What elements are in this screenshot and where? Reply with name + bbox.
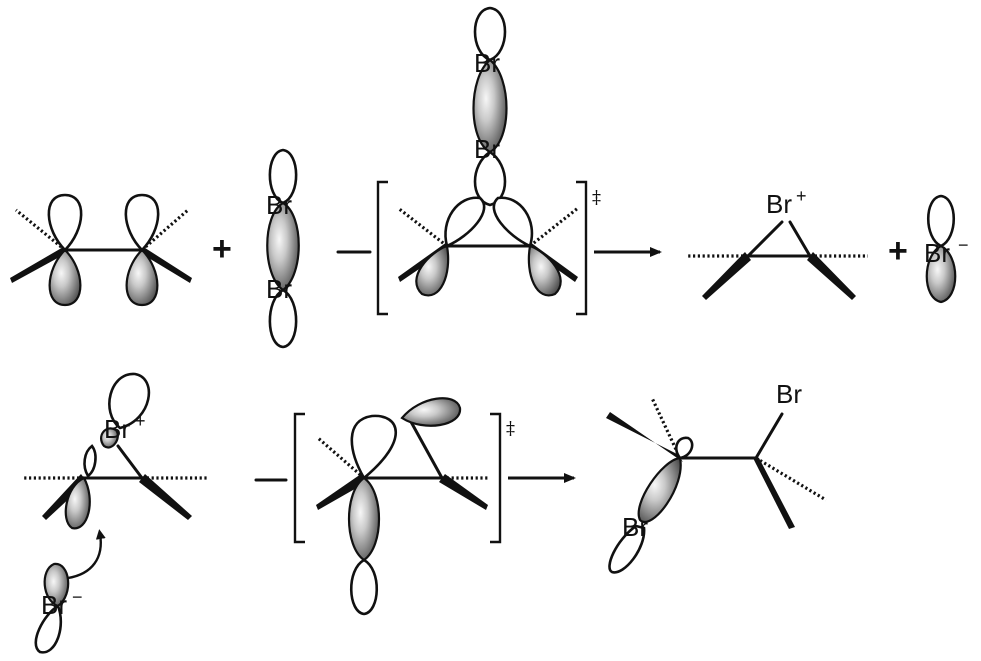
bromine-molecule: Br Br (266, 148, 300, 349)
c-br-bond (788, 220, 812, 258)
lone-pair-lobe (43, 562, 70, 608)
wedge-bond (439, 474, 488, 510)
alkene-reactant (10, 193, 192, 307)
left-bracket (293, 412, 305, 544)
positive-charge: + (796, 186, 807, 206)
bromonium-ion: Br + (688, 186, 868, 300)
wedge-bond (807, 252, 856, 300)
p-orbital-lobe (124, 193, 160, 252)
p-orbital-lobe (400, 397, 462, 427)
wedge-bond (142, 246, 192, 283)
p-orbital-lobe (350, 414, 397, 480)
hashed-bond (140, 208, 190, 252)
dibromide-product: Br Br (606, 379, 827, 574)
negative-charge: − (958, 235, 969, 255)
sigma-orbital-lobe (100, 427, 119, 449)
sigma-orbital-lobe (608, 524, 646, 574)
right-bracket (576, 180, 588, 316)
p-orbital-lobe (48, 248, 82, 307)
bromine-atom: Br (41, 590, 67, 620)
hashed-bond (755, 456, 827, 502)
bromine-atom: Br (104, 414, 130, 444)
lone-pair-lobe (925, 244, 957, 304)
transition-state-dagger: ‡ (506, 418, 515, 439)
bromonium-attack: Br + Br − (22, 372, 208, 654)
wedge-bond (753, 458, 795, 529)
wedge-bond (316, 474, 367, 510)
sigma-orbital-lobe (350, 558, 378, 616)
negative-charge: − (72, 587, 83, 607)
bromine-atom: Br (622, 512, 648, 542)
c-br-partial-bond (408, 418, 444, 480)
hashed-bond (397, 206, 448, 248)
bromine-atom: Br (776, 379, 802, 409)
c-br-bond (116, 444, 144, 480)
p-orbital-lobe (47, 193, 83, 252)
sigma-orbital-lobe (34, 604, 63, 654)
bromine-atom: Br (474, 48, 500, 78)
sigma-bond-lobe (637, 456, 682, 523)
wedge-bond (702, 252, 751, 300)
sigma-orbital-lobe (108, 372, 151, 430)
bromine-atom: Br (924, 238, 950, 268)
hashed-bond (316, 436, 366, 480)
sigma-bond-lobe (348, 476, 380, 562)
p-orbital-lobe (64, 476, 91, 530)
transition-state-1: ‡ Br Br (336, 6, 601, 316)
bromine-atom: Br (266, 274, 292, 304)
wedge-bond (10, 246, 65, 283)
c-br-bond (754, 412, 784, 460)
p-orbital-lobe (492, 196, 534, 248)
p-orbital-lobe (527, 244, 562, 297)
c-br-bond (746, 220, 784, 258)
curly-arrow (67, 529, 106, 580)
bromine-atom: Br (766, 189, 792, 219)
positive-charge: + (135, 411, 146, 431)
sigma-orbital-lobe (473, 150, 507, 207)
left-bracket (376, 180, 388, 316)
bromide-ion: Br − (924, 194, 969, 304)
sigma-orbital-lobe (268, 288, 298, 349)
hashed-bond (14, 208, 67, 252)
bromine-atom: Br (266, 190, 292, 220)
plus-sign: + (888, 232, 908, 270)
p-orbital-lobe (415, 244, 450, 297)
wedge-bond (606, 412, 683, 462)
p-orbital-lobe (675, 436, 694, 460)
wedge-bond (139, 474, 192, 520)
plus-sign: + (212, 230, 232, 268)
transition-state-2: ‡ (254, 397, 515, 616)
transition-state-dagger: ‡ (592, 187, 601, 208)
right-bracket (490, 412, 502, 544)
hashed-bond (529, 206, 579, 248)
p-orbital-lobe (444, 196, 486, 248)
p-orbital-lobe (125, 248, 159, 307)
bromine-atom: Br (474, 134, 500, 164)
p-orbital-lobe (83, 444, 97, 478)
